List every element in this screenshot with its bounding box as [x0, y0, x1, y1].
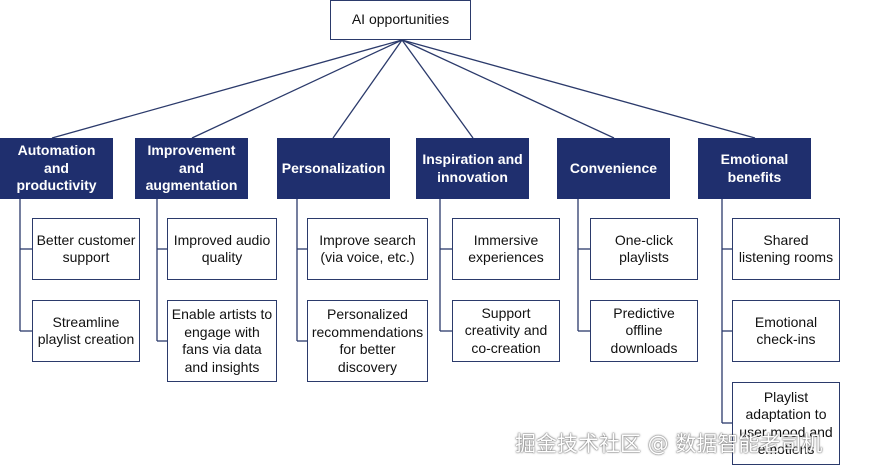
item-label: Support creativity and co-creation	[464, 304, 548, 356]
category-convenience: Convenience	[557, 138, 670, 199]
root-node: AI opportunities	[330, 0, 471, 40]
item-label: Predictive offline downloads	[610, 304, 678, 356]
item-playlist-adaptation: Playlist adaptation to user mood and emo…	[732, 382, 840, 465]
item-immersive-experiences: Immersive experiences	[452, 218, 560, 280]
category-automation-productivity: Automation and productivity	[0, 138, 113, 199]
item-label: Immersive experiences	[468, 231, 544, 266]
item-label: Emotional check-ins	[754, 313, 818, 348]
item-shared-listening-rooms: Shared listening rooms	[732, 218, 840, 280]
item-improved-audio-quality: Improved audio quality	[167, 218, 277, 280]
item-improve-search: Improve search (via voice, etc.)	[307, 218, 428, 280]
item-label: One-click playlists	[614, 231, 674, 266]
root-to-category-line-3	[401, 39, 474, 139]
item-label: Personalized recommendations for better …	[311, 306, 424, 375]
root-to-category-line-4	[401, 39, 615, 139]
root-label: AI opportunities	[351, 11, 450, 28]
item-label: Enable artists to engage with fans via d…	[171, 306, 273, 375]
watermark: 掘金技术社区 @ 数据智能老司机	[515, 432, 823, 456]
item-label: Better customer support	[36, 231, 136, 266]
item-emotional-check-ins: Emotional check-ins	[732, 300, 840, 362]
category-personalization: Personalization	[277, 138, 390, 199]
root-to-category-line-1	[191, 39, 403, 139]
category-label: Personalization	[281, 159, 386, 176]
item-label: Improved audio quality	[173, 231, 271, 266]
item-label: Streamline playlist creation	[37, 313, 135, 348]
category-label: Emotional benefits	[720, 151, 789, 185]
item-label: Improve search (via voice, etc.)	[319, 231, 416, 266]
item-personalized-recommendations: Personalized recommendations for better …	[307, 300, 428, 382]
item-label: Playlist adaptation to user mood and emo…	[739, 388, 833, 458]
root-to-category-line-2	[332, 39, 403, 139]
item-predictive-offline-downloads: Predictive offline downloads	[590, 300, 698, 362]
root-to-category-line-0	[51, 39, 403, 139]
item-label: Shared listening rooms	[738, 231, 834, 266]
category-improvement-augmentation: Improvement and augmentation	[135, 138, 248, 199]
item-one-click-playlists: One-click playlists	[590, 218, 698, 280]
category-label: Automation and productivity	[16, 142, 97, 194]
item-support-creativity: Support creativity and co-creation	[452, 300, 560, 362]
item-streamline-playlist-creation: Streamline playlist creation	[32, 300, 140, 362]
category-label: Improvement and augmentation	[145, 142, 238, 194]
root-to-category-line-5	[401, 39, 756, 139]
item-better-customer-support: Better customer support	[32, 218, 140, 280]
category-emotional-benefits: Emotional benefits	[698, 138, 811, 199]
item-enable-artists: Enable artists to engage with fans via d…	[167, 300, 277, 382]
category-inspiration-innovation: Inspiration and innovation	[416, 138, 529, 199]
category-label: Convenience	[569, 159, 658, 176]
category-label: Inspiration and innovation	[422, 151, 523, 185]
